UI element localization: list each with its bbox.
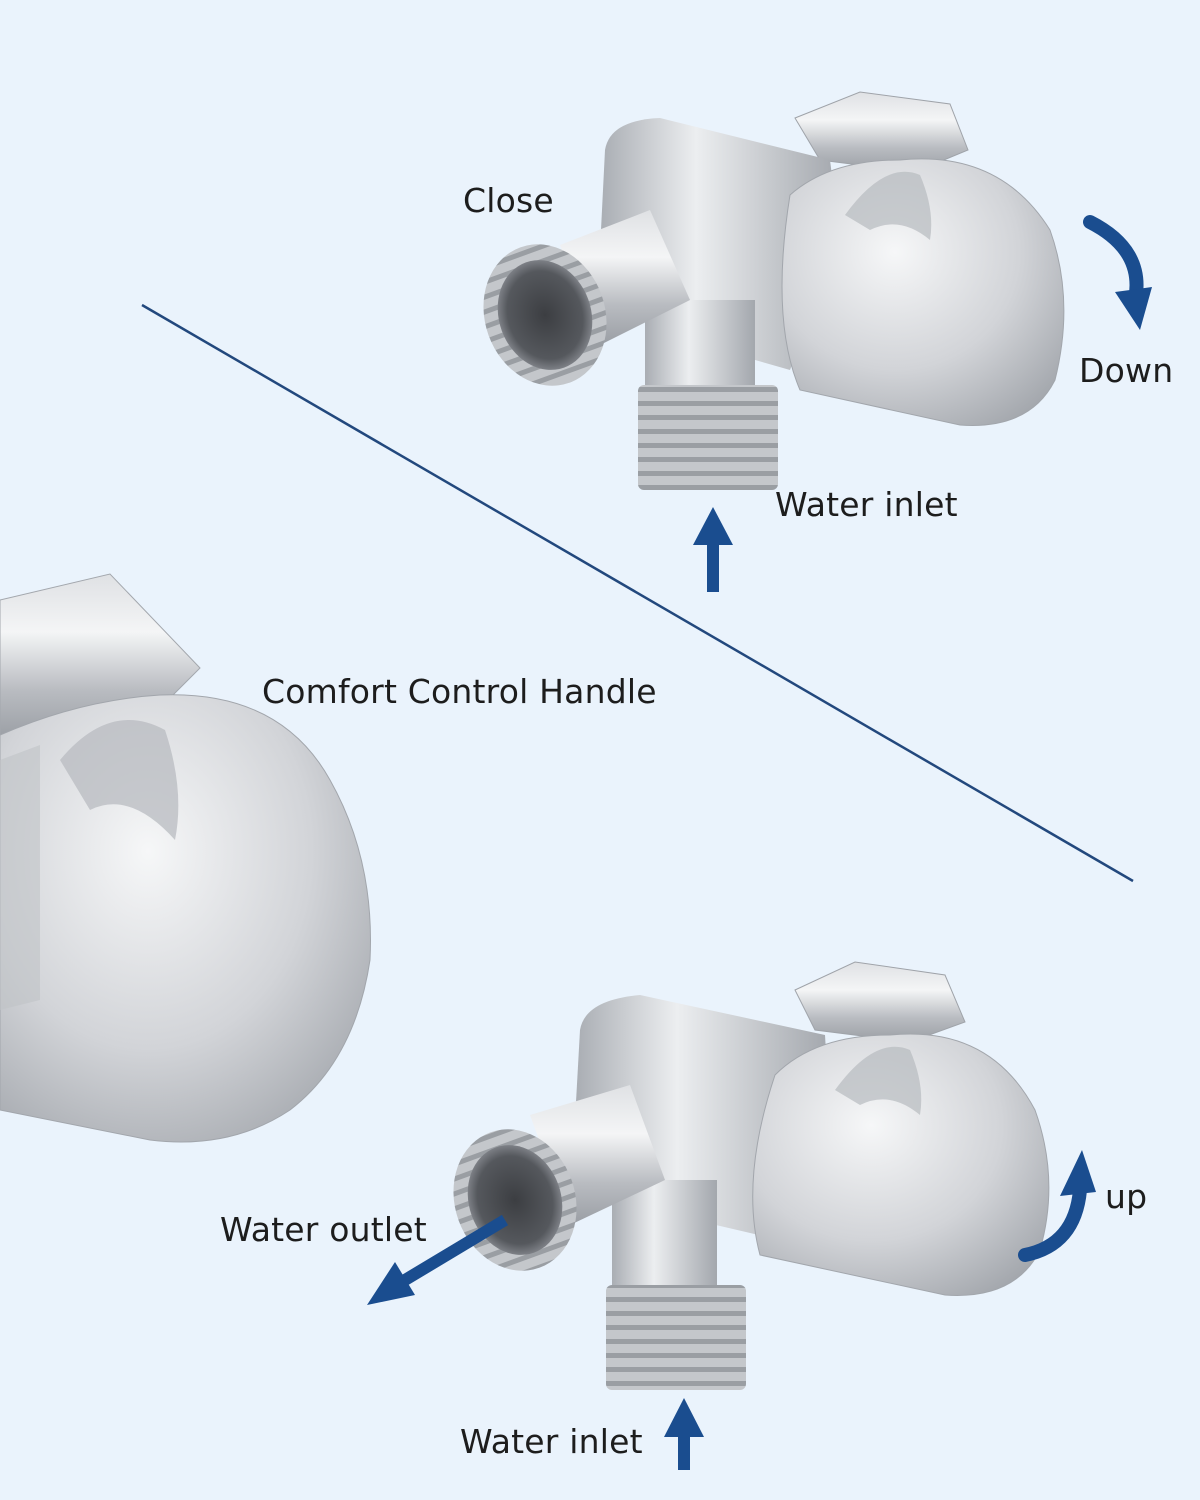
- arrow-down-icon: [1083, 215, 1152, 330]
- arrow-inlet-top-icon: [693, 507, 733, 592]
- label-water-inlet-bottom: Water inlet: [460, 1422, 643, 1461]
- valve-open: [453, 961, 1050, 1390]
- label-down: Down: [1079, 351, 1174, 390]
- label-water-outlet: Water outlet: [220, 1210, 427, 1249]
- valve-closed: [483, 91, 1065, 490]
- label-comfort-handle: Comfort Control Handle: [262, 672, 657, 711]
- label-close: Close: [463, 181, 554, 220]
- handle-closeup: [0, 573, 371, 1143]
- divider-line: [141, 303, 1134, 883]
- arrow-outlet-icon: [367, 1214, 509, 1305]
- arrow-inlet-bottom-icon: [664, 1398, 704, 1470]
- label-up: up: [1105, 1177, 1148, 1216]
- arrow-up-icon: [1018, 1150, 1096, 1262]
- label-water-inlet-top: Water inlet: [775, 485, 958, 524]
